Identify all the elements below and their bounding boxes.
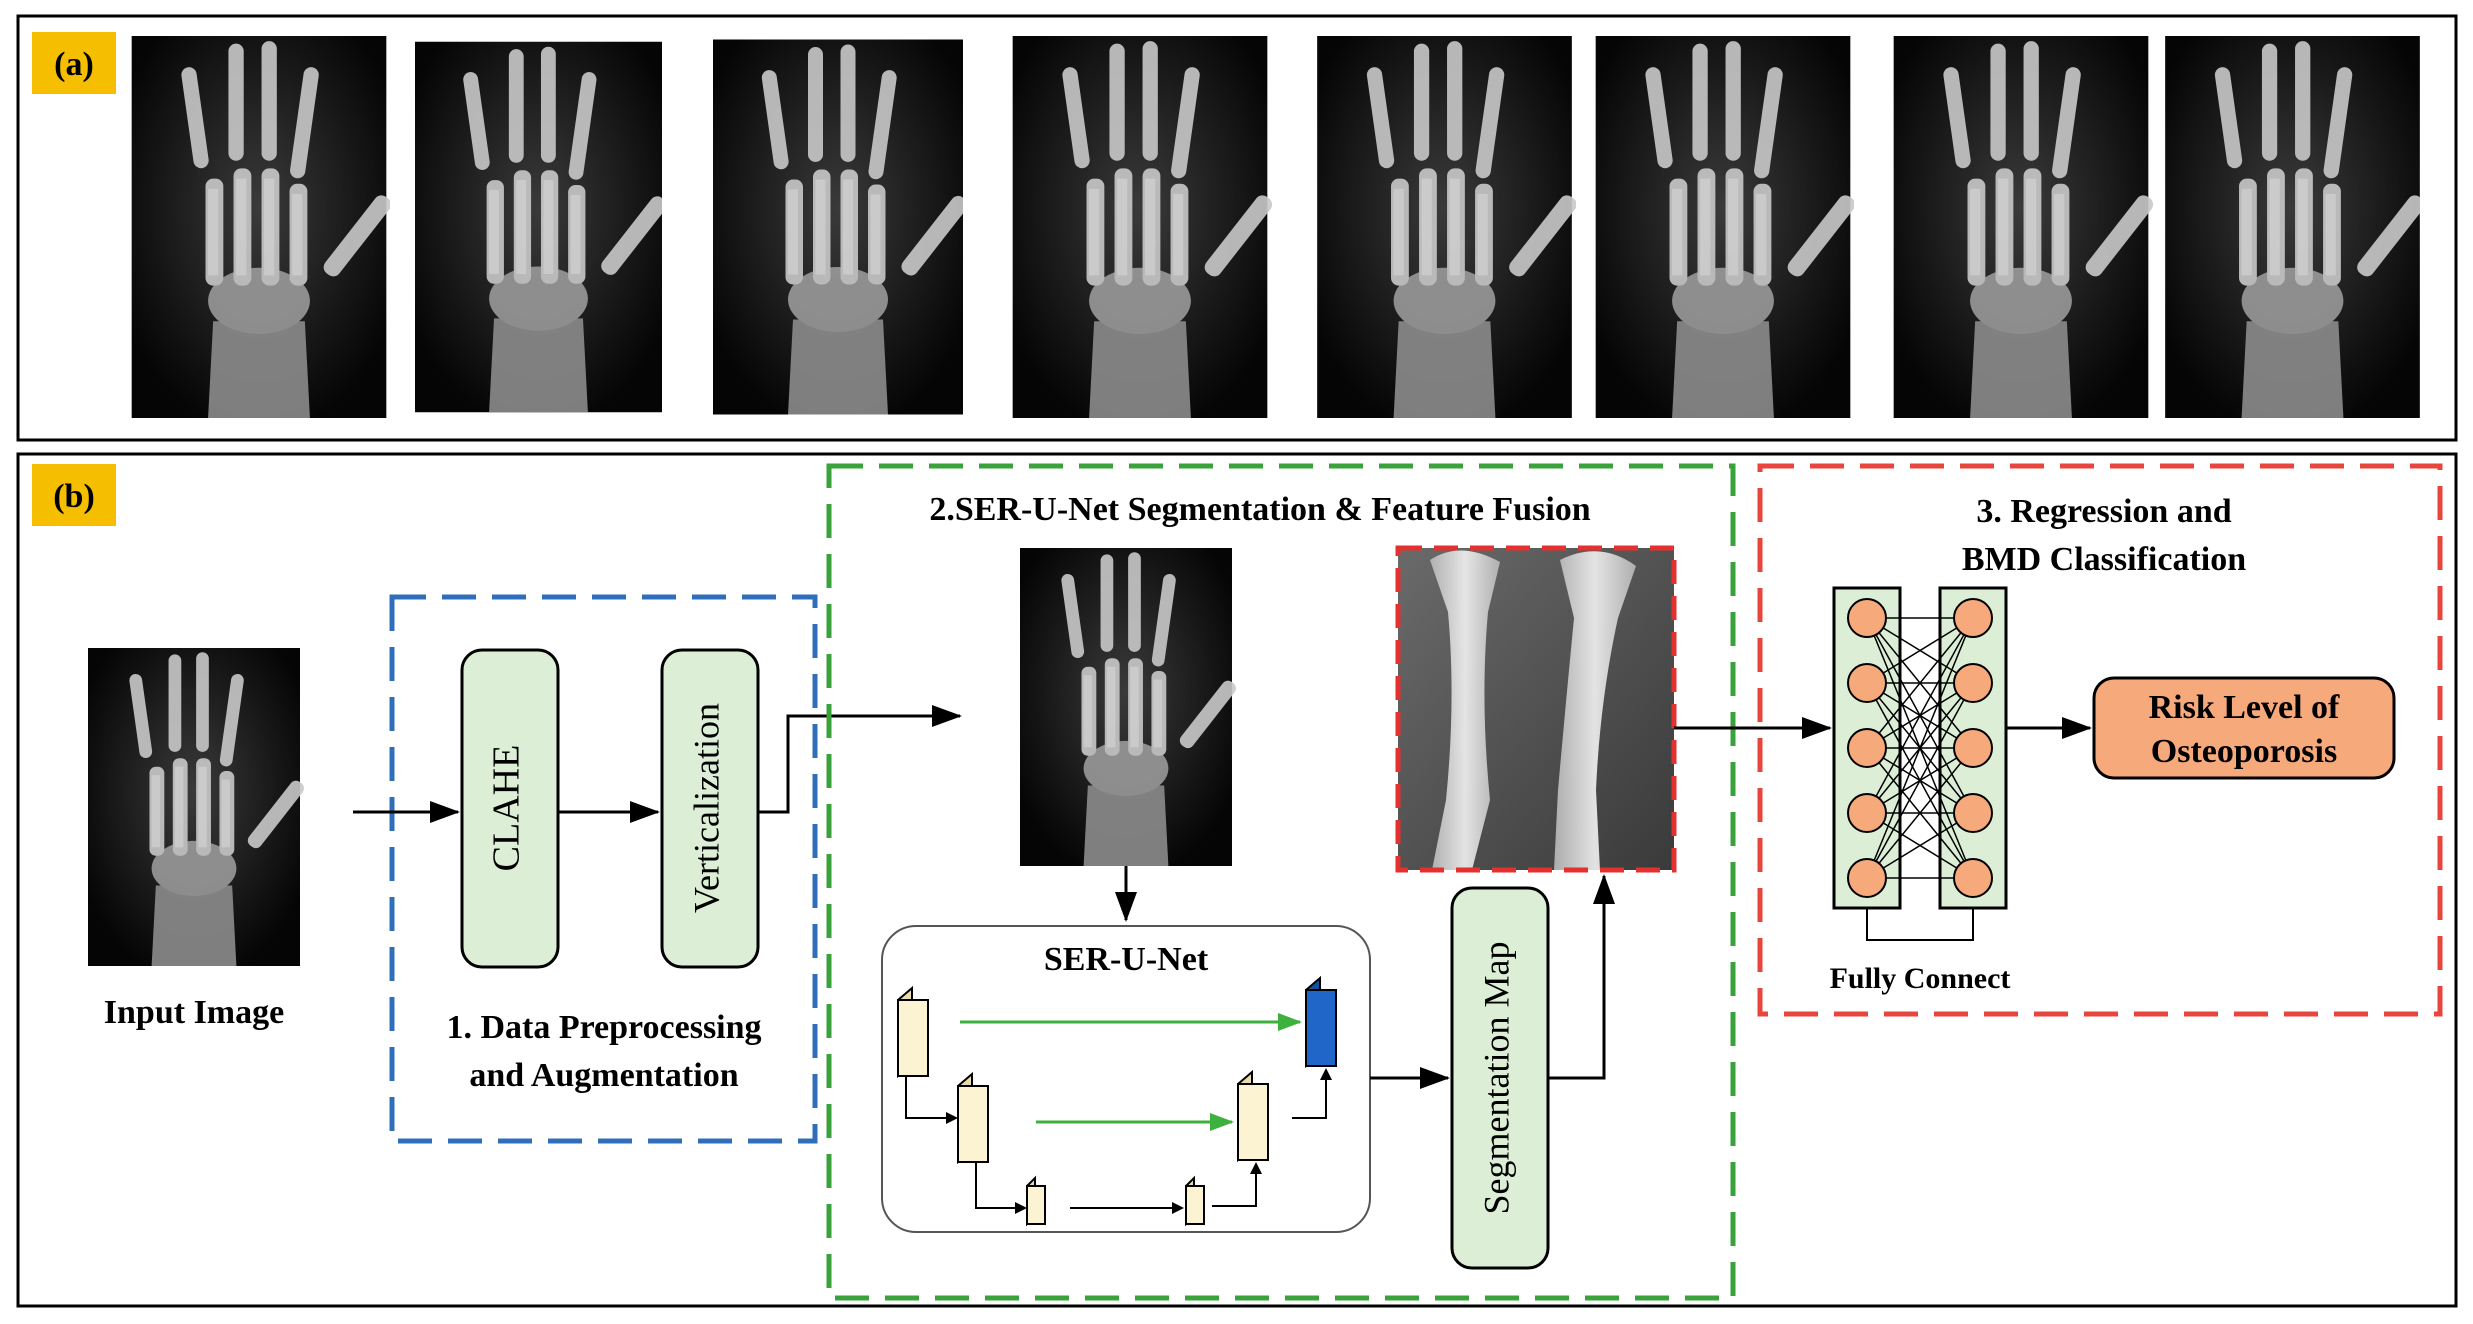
segmentation-map-label: Segmentation Map bbox=[1476, 942, 1516, 1215]
arrow-verticalization-to-segmentation bbox=[758, 705, 962, 814]
fc-node-right-5 bbox=[1953, 858, 1993, 898]
encoder-feature-map-1 bbox=[897, 999, 929, 1077]
verticalization-label: Verticalization bbox=[686, 703, 726, 913]
fc-node-left-3 bbox=[1847, 728, 1887, 768]
stage3-title-line1: 3. Regression and bbox=[1976, 493, 2231, 530]
roi-crop-image bbox=[1395, 545, 1677, 873]
xray-image-4 bbox=[1012, 36, 1273, 418]
xray-image-6 bbox=[1595, 36, 1854, 418]
fc-connections bbox=[1866, 617, 1974, 879]
fc-node-left-2 bbox=[1847, 663, 1887, 703]
ser-u-net-label: SER-U-Net bbox=[1044, 941, 1209, 978]
decoder-feature-map-2 bbox=[1237, 1083, 1269, 1161]
risk-level-line2: Osteoporosis bbox=[2151, 733, 2337, 770]
stage1-title-line1: 1. Data Preprocessing bbox=[446, 1009, 761, 1046]
panel-b-label: (b) bbox=[53, 478, 95, 515]
bottleneck-feature-map-left bbox=[1026, 1185, 1046, 1225]
encoder-feature-map-2 bbox=[957, 1085, 989, 1163]
xray-image-1 bbox=[131, 36, 390, 418]
upsample-arrow-1 bbox=[1212, 1162, 1262, 1207]
fc-node-right-2 bbox=[1953, 663, 1993, 703]
xray-image-5 bbox=[1317, 36, 1576, 418]
u-net-diagram bbox=[897, 975, 1337, 1227]
panel-a-label-badge bbox=[32, 32, 116, 94]
verticalized-xray-image bbox=[1020, 548, 1239, 866]
fully-connect-label: Fully Connect bbox=[1830, 962, 2011, 995]
downsample-arrow-1 bbox=[905, 1076, 958, 1124]
fc-node-left-4 bbox=[1847, 793, 1887, 833]
panel-b-label-badge bbox=[32, 464, 116, 526]
fc-node-right-4 bbox=[1953, 793, 1993, 833]
xray-image-8 bbox=[2165, 36, 2420, 418]
risk-level-box bbox=[2092, 676, 2396, 780]
stage1-border bbox=[389, 594, 818, 1144]
risk-level-line1: Risk Level of bbox=[2149, 689, 2340, 726]
clahe-box bbox=[460, 648, 560, 969]
fc-node-left-1 bbox=[1847, 598, 1887, 638]
output-feature-map bbox=[1305, 989, 1337, 1067]
panel-a: (a) bbox=[16, 14, 2458, 442]
xray-image-2 bbox=[415, 41, 662, 413]
verticalization-box bbox=[660, 648, 760, 969]
clahe-label: CLAHE bbox=[486, 745, 528, 872]
xray-image-3 bbox=[713, 39, 963, 415]
stage1-title-line2: and Augmentation bbox=[469, 1057, 738, 1094]
fc-node-left-5 bbox=[1847, 858, 1887, 898]
downsample-arrow-2 bbox=[975, 1162, 1027, 1214]
fc-node-right-3 bbox=[1953, 728, 1993, 768]
stage3-border bbox=[1757, 463, 2443, 1017]
fully-connected-network bbox=[1832, 586, 2008, 941]
stage2-title: 2.SER-U-Net Segmentation & Feature Fusio… bbox=[929, 491, 1590, 528]
stage2-border bbox=[826, 463, 1736, 1301]
arrow-segmentation-to-roi bbox=[1548, 874, 1615, 1080]
xray-image-7 bbox=[1893, 36, 2155, 418]
input-xray-image bbox=[88, 648, 307, 966]
input-image-label: Input Image bbox=[104, 994, 284, 1031]
bottleneck-feature-map-right bbox=[1185, 1185, 1205, 1225]
fc-bracket bbox=[1866, 908, 1974, 941]
stage3-title-line2: BMD Classification bbox=[1962, 541, 2246, 578]
panel-a-label: (a) bbox=[54, 46, 94, 83]
upsample-arrow-2 bbox=[1292, 1068, 1332, 1119]
panel-b: (b) Input Image CLAHE Verticalization 1.… bbox=[16, 452, 2458, 1308]
fc-node-right-1 bbox=[1953, 598, 1993, 638]
roi-crop-border bbox=[1395, 545, 1677, 873]
